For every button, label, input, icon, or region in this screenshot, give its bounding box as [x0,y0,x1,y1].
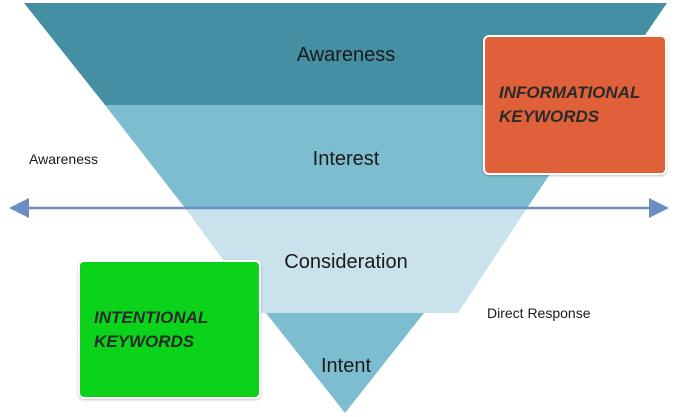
stage-label-consideration: Consideration [284,251,407,273]
intentional-box-line2: KEYWORDS [94,331,195,351]
stage-label-interest: Interest [313,148,380,170]
funnel-stage-intent [266,313,424,413]
intentional-box-line1: INTENTIONAL [94,307,209,327]
intentional-keywords-box: INTENTIONAL KEYWORDS [78,260,261,399]
axis-label-awareness: Awareness [29,151,99,167]
informational-box-line1: INFORMATIONAL [499,83,641,102]
stage-label-awareness: Awareness [297,44,396,66]
stage-label-intent: Intent [321,355,371,377]
funnel-stage-consideration [185,208,527,313]
axis-label-direct-response: Direct Response [487,305,591,321]
funnel-stage-interest [105,105,597,208]
informational-keywords-box: INFORMATIONAL KEYWORDS [483,35,667,175]
informational-box-line2: KEYWORDS [499,107,600,126]
